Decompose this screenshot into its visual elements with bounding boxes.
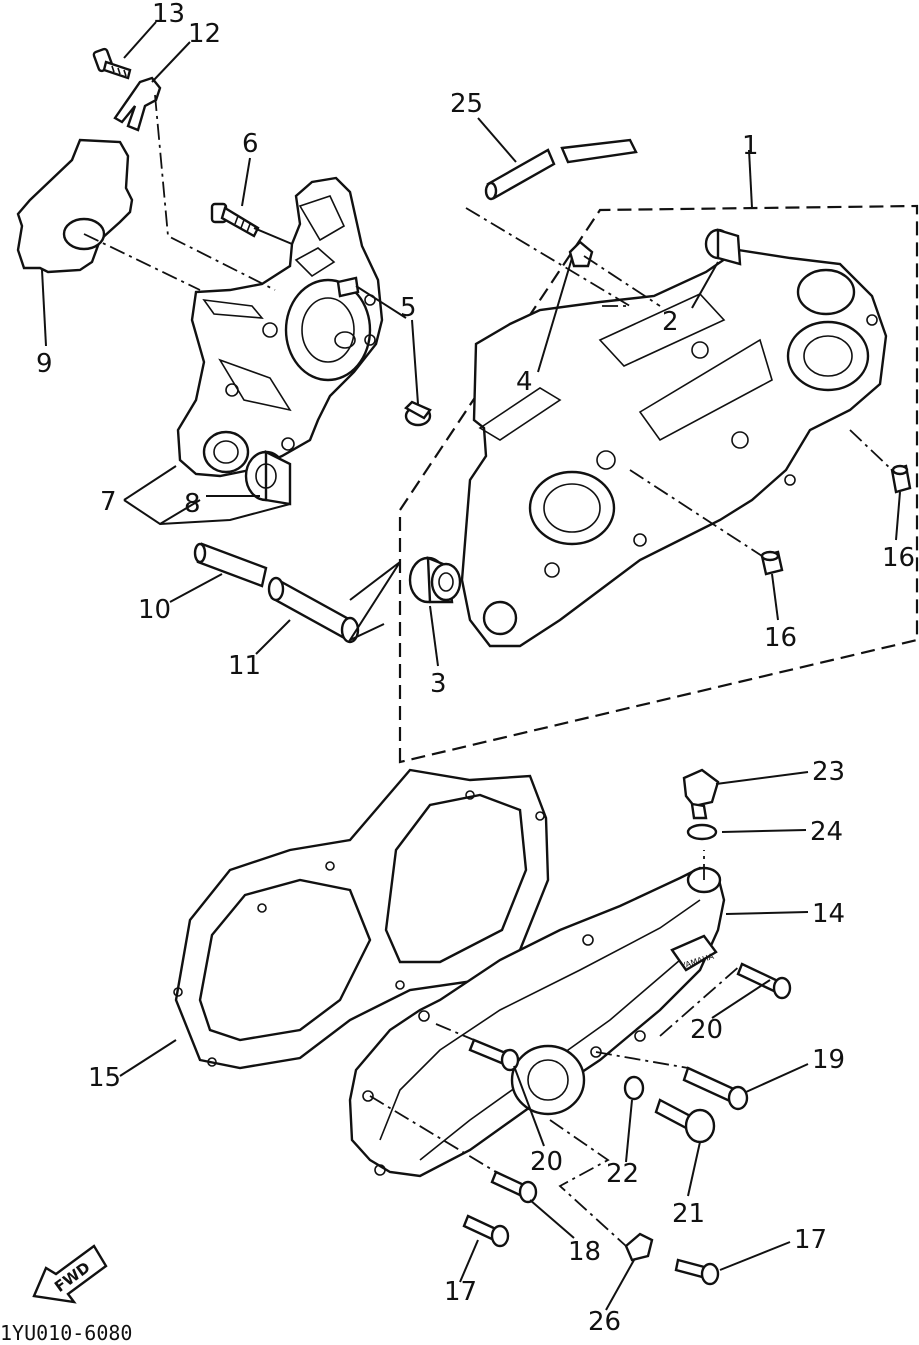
callout-23: 23 [812, 757, 845, 787]
dowel-16-a [890, 464, 912, 494]
fwd-arrow-icon: FWD [32, 1244, 108, 1304]
bolt-13 [92, 47, 132, 80]
callout-20-mid: 20 [530, 1147, 563, 1177]
drawing-code: 1YU010-6080 [0, 1321, 132, 1345]
dowel-16-b [760, 550, 784, 576]
callout-25: 25 [450, 89, 483, 119]
callout-16-mid: 16 [764, 623, 797, 653]
callout-4: 4 [516, 367, 533, 397]
callout-17-left: 17 [444, 1277, 477, 1307]
callout-22: 22 [606, 1159, 639, 1189]
right-crankcase-group [398, 138, 919, 764]
bolt-19 [682, 1066, 749, 1111]
clamp-26 [624, 1232, 654, 1262]
bolt-18 [490, 1170, 538, 1204]
left-crankcase-group [16, 47, 432, 644]
cover-14: YAMAHA [348, 866, 726, 1178]
callout-17-right: 17 [794, 1225, 827, 1255]
callout-11: 11 [228, 651, 261, 681]
bolt-17-b [674, 1258, 720, 1286]
bolt-20-b [468, 1038, 520, 1072]
callout-14: 14 [812, 899, 845, 929]
callout-12: 12 [188, 19, 221, 49]
bolt-17-a [462, 1214, 510, 1248]
o-ring-24 [686, 823, 718, 841]
dowel-pins-5 [336, 276, 432, 427]
callout-18: 18 [568, 1237, 601, 1267]
callout-10: 10 [138, 595, 171, 625]
callout-1: 1 [742, 131, 759, 161]
pipe-11 [267, 576, 360, 644]
bolt-20-a [736, 962, 792, 1000]
callout-labels: 13 12 25 1 6 9 5 2 4 7 8 16 16 10 11 3 2… [36, 0, 915, 1337]
callout-16-right: 16 [882, 543, 915, 573]
callout-24: 24 [810, 817, 843, 847]
bracket-12 [113, 76, 162, 132]
bolt-6 [210, 202, 260, 238]
callout-9: 9 [36, 349, 53, 379]
gasket-9 [16, 138, 134, 274]
callout-leaders [41, 21, 901, 1311]
callout-20-right: 20 [690, 1015, 723, 1045]
callout-2: 2 [662, 307, 679, 337]
callout-26: 26 [588, 1307, 621, 1337]
callout-15: 15 [88, 1063, 121, 1093]
callout-19: 19 [812, 1045, 845, 1075]
callout-21: 21 [672, 1199, 705, 1229]
cover-group: YAMAHA [173, 768, 792, 1286]
pipe-10 [193, 542, 268, 588]
nozzle-4 [568, 240, 594, 268]
callout-8: 8 [184, 489, 201, 519]
washer-22 [623, 1075, 645, 1101]
callout-13: 13 [152, 0, 185, 29]
callout-5: 5 [400, 293, 417, 323]
left-crankcase-body [176, 176, 384, 478]
bolt-21 [654, 1098, 716, 1144]
right-crankcase-body [460, 248, 888, 648]
bushing-2 [704, 228, 742, 266]
oil-filler-cap-23 [682, 768, 720, 820]
bushing-8 [244, 450, 292, 506]
callout-3: 3 [430, 669, 447, 699]
hose-25 [484, 138, 638, 201]
callout-6: 6 [242, 129, 259, 159]
gasket-15 [173, 768, 550, 1070]
bearing-3 [408, 556, 462, 604]
callout-7: 7 [100, 487, 117, 517]
